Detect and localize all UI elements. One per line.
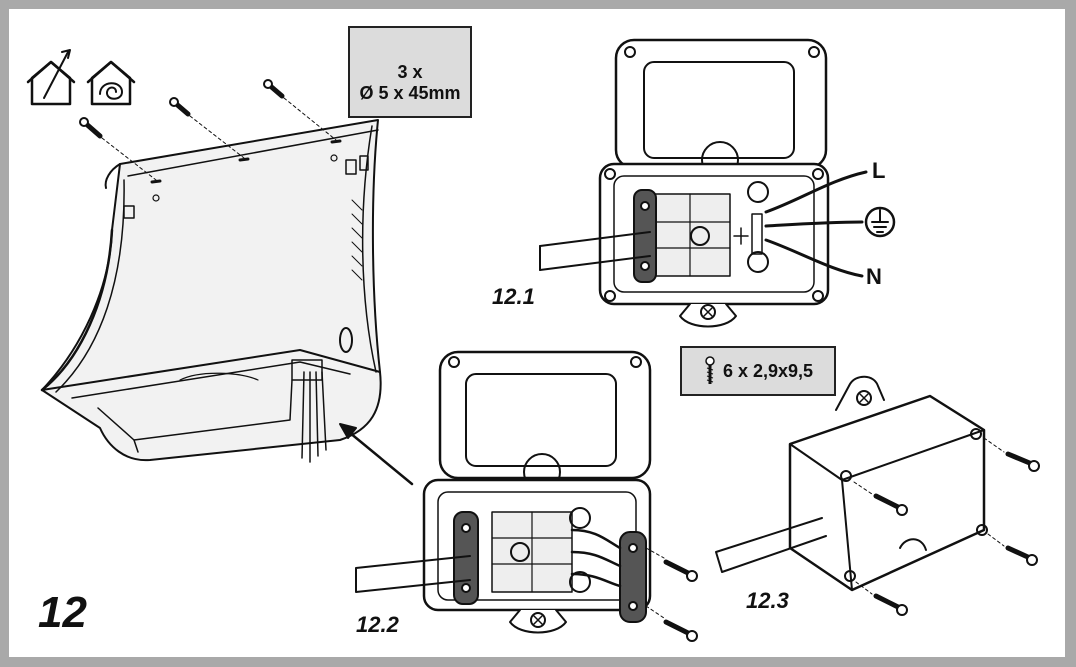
wall-screws <box>79 79 337 181</box>
screw-icon <box>705 356 715 384</box>
junction-box-step-12-1 <box>539 38 868 328</box>
ventilated-room-house-icon <box>86 60 136 106</box>
wire-label-neutral: N <box>866 264 882 289</box>
earth-ground-icon <box>864 206 896 238</box>
figure-number: 12 <box>38 588 87 637</box>
indoor-use-house-icon <box>26 49 76 106</box>
small-screw-spec: 6 x 2,9x9,5 <box>722 360 814 381</box>
step-label-12-2: 12.2 <box>356 612 399 637</box>
heater-back-panel <box>40 119 382 463</box>
screw-size: Ø 5 x 45mm <box>359 83 461 103</box>
step-label-12-3: 12.3 <box>746 588 789 613</box>
junction-box-step-12-3 <box>715 375 1040 616</box>
junction-box-step-12-2 <box>355 350 698 642</box>
screw-count: 3 x <box>397 62 423 82</box>
screw-spec-box-small: 6 x 2,9x9,5 <box>680 346 836 396</box>
wire-label-live: L <box>872 158 886 183</box>
pointer-arrowhead <box>339 423 357 439</box>
step-label-12-1: 12.1 <box>492 284 535 309</box>
screw-spec-box-large: 3 x Ø 5 x 45mm <box>348 26 472 118</box>
pointer-arrow <box>342 426 414 486</box>
